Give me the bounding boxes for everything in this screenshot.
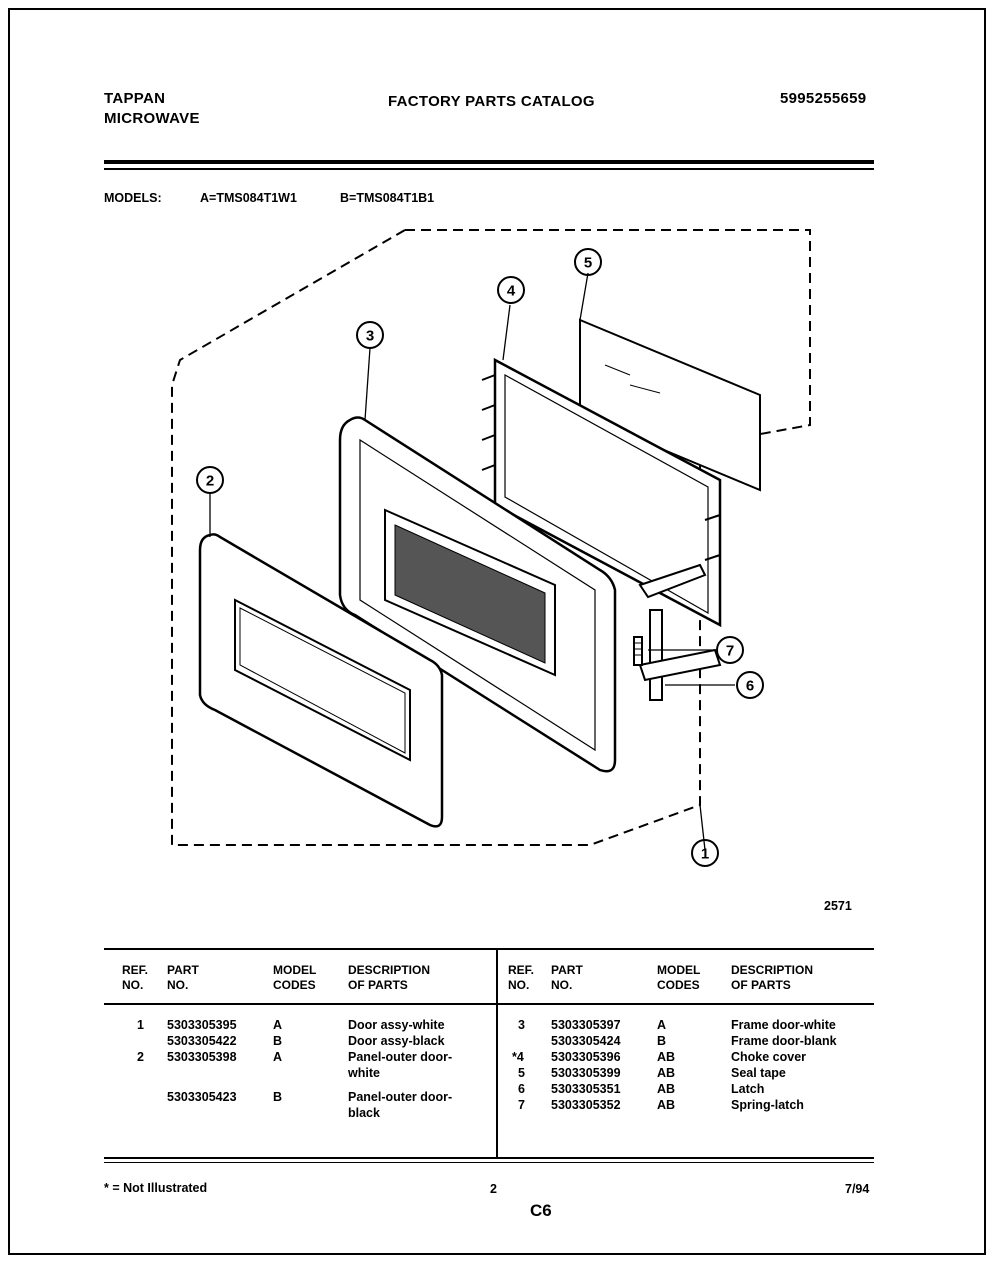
header-rule-thin xyxy=(104,168,874,170)
table-row: 2 5303305398 A Panel-outer door- white xyxy=(137,1050,453,1080)
outer-panel-part xyxy=(198,533,444,828)
exploded-door-diagram: 5 4 3 2 7 6 1 xyxy=(171,229,811,867)
model-b: B=TMS084T1B1 xyxy=(340,191,435,205)
callout-6: 6 xyxy=(746,678,754,695)
footer-note: * = Not Illustrated xyxy=(104,1181,208,1195)
callout-3: 3 xyxy=(366,328,374,345)
assembly-boundary xyxy=(405,229,811,446)
header-rule-thick xyxy=(104,160,874,164)
models-label: MODELS: xyxy=(104,191,162,205)
frame-door-part xyxy=(481,357,722,628)
header-ref-left: REF.NO. xyxy=(122,963,149,992)
seal-tape-part xyxy=(579,318,761,492)
callout-4: 4 xyxy=(507,283,516,300)
table-column-divider xyxy=(496,950,498,1157)
callout-7: 7 xyxy=(726,643,734,660)
figure-number: 2571 xyxy=(824,899,852,913)
callout-5: 5 xyxy=(584,255,592,272)
brand-line-2: MICROWAVE xyxy=(104,110,200,127)
footer-date: 7/94 xyxy=(845,1182,870,1196)
table-row: 5303305423 B Panel-outer door- black xyxy=(167,1090,453,1120)
catalog-title: FACTORY PARTS CATALOG xyxy=(388,93,595,110)
callout-1: 1 xyxy=(701,846,709,863)
model-a: A=TMS084T1W1 xyxy=(200,191,297,205)
brand-line-1: TAPPAN xyxy=(104,90,166,107)
page-number: 2 xyxy=(490,1182,497,1196)
choke-frame-part xyxy=(338,416,617,773)
table-top-rule xyxy=(104,948,874,950)
section-code: C6 xyxy=(530,1201,552,1220)
header-ref-right: REF.NO. xyxy=(508,963,535,992)
table-bottom-rule xyxy=(104,1157,874,1159)
latch-part xyxy=(638,563,722,701)
callout-2: 2 xyxy=(206,473,214,490)
catalog-number: 5995255659 xyxy=(780,90,867,107)
spring-latch-part xyxy=(633,636,643,666)
table-header-rule xyxy=(104,1003,874,1005)
table-bottom-rule-2 xyxy=(104,1162,874,1163)
